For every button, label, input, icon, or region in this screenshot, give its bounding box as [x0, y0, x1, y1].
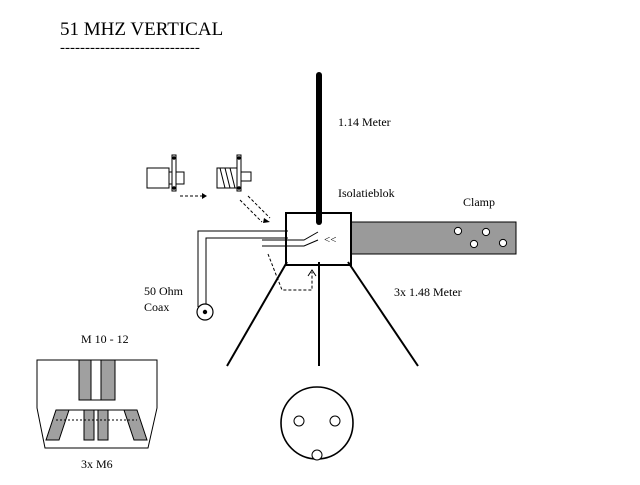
- connector-arrowhead-up: [307, 269, 317, 277]
- radials-label: 3x 1.48 Meter: [394, 285, 462, 299]
- feed-wire-upper: [262, 231, 319, 241]
- coax-label-line2: Coax: [144, 300, 169, 314]
- mount-housing: [36, 359, 158, 449]
- radial-left: [226, 261, 288, 367]
- radial-right: [347, 261, 419, 367]
- base-plate-holes: [293, 415, 341, 461]
- clamp-label: Clamp: [463, 195, 495, 209]
- screws-spec-label: 3x M6: [81, 457, 113, 471]
- mount-screws: [45, 409, 148, 441]
- bolt-spec-label: M 10 - 12: [81, 332, 129, 346]
- plate-hole: [311, 449, 323, 461]
- feed-wire-lower: [262, 239, 319, 247]
- diagram-title: 51 MHZ VERTICAL: [60, 19, 223, 40]
- coax-label-line1: 50 Ohm: [144, 284, 184, 298]
- dashed-arrowhead: [263, 218, 270, 223]
- clamp-holes: [453, 226, 508, 249]
- connector-arrowhead: [202, 193, 207, 199]
- title-underline: ----------------------------: [60, 40, 200, 56]
- plate-hole: [329, 415, 341, 427]
- coax-inner-line: [205, 237, 288, 305]
- clamp-bar: [349, 221, 517, 255]
- mount-bolt: [78, 359, 116, 401]
- chassis-connector-icon: [216, 154, 252, 192]
- clamp-hole: [498, 238, 508, 248]
- radiator-length-label: 1.14 Meter: [338, 115, 391, 129]
- coax-outer-line: [197, 230, 288, 307]
- clamp-hole: [453, 226, 463, 236]
- base-plate: [280, 386, 354, 460]
- dashed-arrow-2: [247, 195, 271, 219]
- coax-center-dot: [202, 309, 208, 315]
- clamp-hole: [481, 227, 491, 237]
- connector-dashed-path: [267, 253, 313, 291]
- bnc-connector-icon: [146, 154, 185, 192]
- feed-arrows: <<: [324, 234, 336, 246]
- clamp-hole: [469, 239, 479, 249]
- dashed-arrow-1: [239, 199, 263, 223]
- plate-hole: [293, 415, 305, 427]
- insulator-label: Isolatieblok: [338, 186, 395, 200]
